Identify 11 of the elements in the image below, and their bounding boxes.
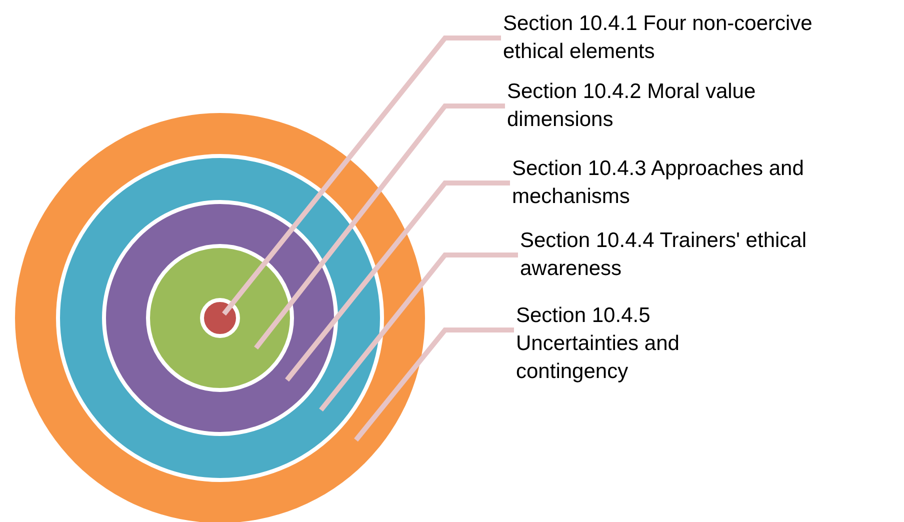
leader-line xyxy=(254,104,505,350)
leader-line xyxy=(354,328,514,442)
section-label: Section 10.4.2 Moral value dimensions xyxy=(507,78,837,134)
leader-line xyxy=(285,180,510,382)
section-label: Section 10.4.4 Trainers' ethical awareness xyxy=(520,227,904,283)
section-label: Section 10.4.5 Uncertainties and contingency xyxy=(516,302,746,386)
leader-line xyxy=(222,36,501,316)
section-label: Section 10.4.3 Approaches and mechanisms xyxy=(512,155,892,211)
leader-line xyxy=(319,252,518,412)
section-label: Section 10.4.1 Four non-coercive ethical elements xyxy=(503,10,863,66)
center-dot xyxy=(200,298,240,338)
